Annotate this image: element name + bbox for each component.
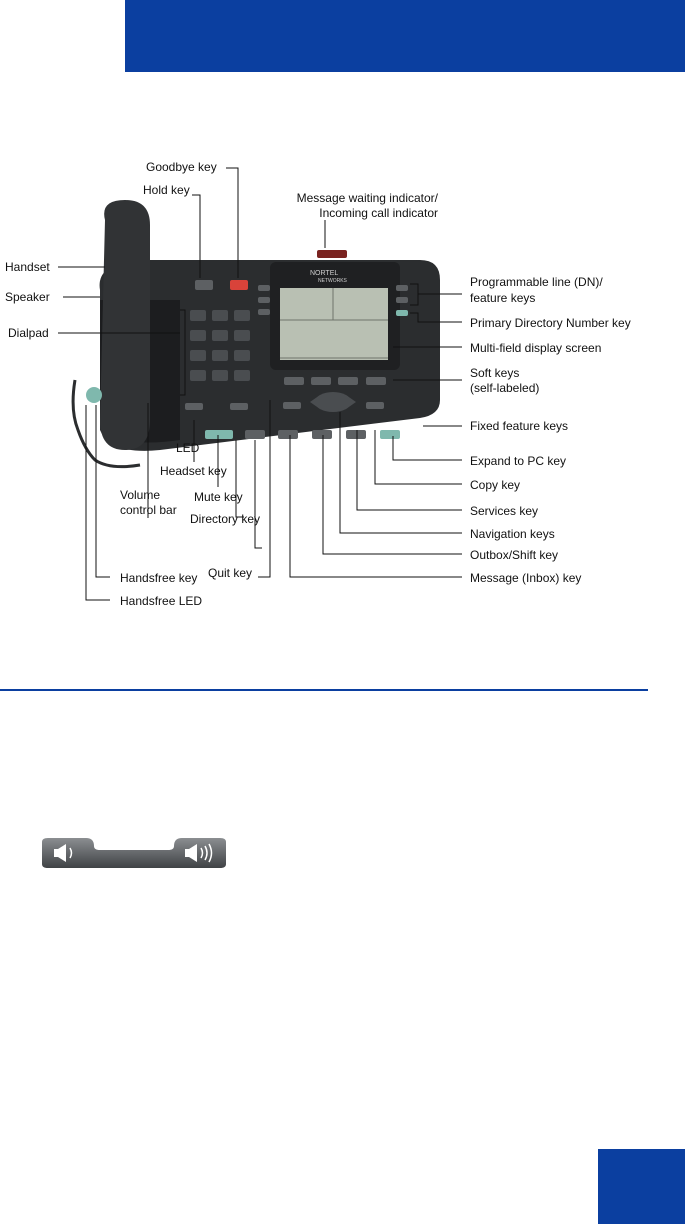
label-dialpad: Dialpad bbox=[8, 326, 49, 340]
label-volume: Volume bbox=[120, 488, 161, 502]
volume-bar-body bbox=[42, 838, 226, 868]
hold-key bbox=[195, 280, 213, 290]
display-screen bbox=[280, 288, 388, 360]
label-soft-keys: Soft keys bbox=[470, 366, 520, 380]
brand-subname: NETWORKS bbox=[318, 278, 348, 284]
label-primary-dn-key: Primary Directory Number key bbox=[470, 316, 631, 330]
label-expand-to-pc-key: Expand to PC key bbox=[470, 454, 567, 468]
navigation-keys bbox=[310, 392, 356, 412]
label-handset: Handset bbox=[5, 260, 50, 274]
header-band bbox=[125, 0, 685, 72]
label-hold-key: Hold key bbox=[143, 183, 190, 197]
label-directory-key: Directory key bbox=[190, 512, 261, 526]
label-headset-key: Headset key bbox=[160, 464, 227, 478]
label-led: LED bbox=[176, 441, 200, 455]
label-incoming-call: Incoming call indicator bbox=[319, 206, 438, 220]
label-fixed-feature-keys: Fixed feature keys bbox=[470, 419, 569, 433]
handsfree-key bbox=[86, 387, 102, 403]
section-divider bbox=[0, 689, 648, 691]
label-message-inbox-key: Message (Inbox) key bbox=[470, 571, 582, 585]
label-outbox-shift-key: Outbox/Shift key bbox=[470, 548, 559, 562]
label-services-key: Services key bbox=[470, 504, 539, 518]
page-tab bbox=[598, 1149, 685, 1224]
label-control-bar: control bar bbox=[120, 503, 177, 517]
label-navigation-keys: Navigation keys bbox=[470, 527, 555, 541]
label-mute-key: Mute key bbox=[194, 490, 243, 504]
message-waiting-indicator bbox=[317, 250, 347, 258]
volume-down-icon bbox=[54, 844, 73, 862]
label-feature-keys: feature keys bbox=[470, 291, 536, 305]
label-multi-field-display: Multi-field display screen bbox=[470, 341, 602, 355]
goodbye-key bbox=[230, 280, 248, 290]
label-programmable-line: Programmable line (DN)/ bbox=[470, 275, 603, 289]
label-speaker: Speaker bbox=[5, 290, 50, 304]
label-self-labeled: (self-labeled) bbox=[470, 381, 540, 395]
label-handsfree-key: Handsfree key bbox=[120, 571, 198, 585]
label-handsfree-led: Handsfree LED bbox=[120, 594, 203, 608]
label-message-waiting: Message waiting indicator/ bbox=[296, 191, 438, 205]
primary-dn-key bbox=[396, 310, 408, 316]
label-quit-key: Quit key bbox=[208, 566, 253, 580]
label-copy-key: Copy key bbox=[470, 478, 521, 492]
label-goodbye-key: Goodbye key bbox=[146, 160, 217, 174]
brand-name: NORTEL bbox=[310, 270, 338, 277]
dialpad bbox=[190, 310, 250, 381]
volume-up-icon bbox=[185, 843, 213, 863]
volume-control-bar-illustration bbox=[42, 838, 226, 868]
handset-shape bbox=[100, 200, 150, 450]
